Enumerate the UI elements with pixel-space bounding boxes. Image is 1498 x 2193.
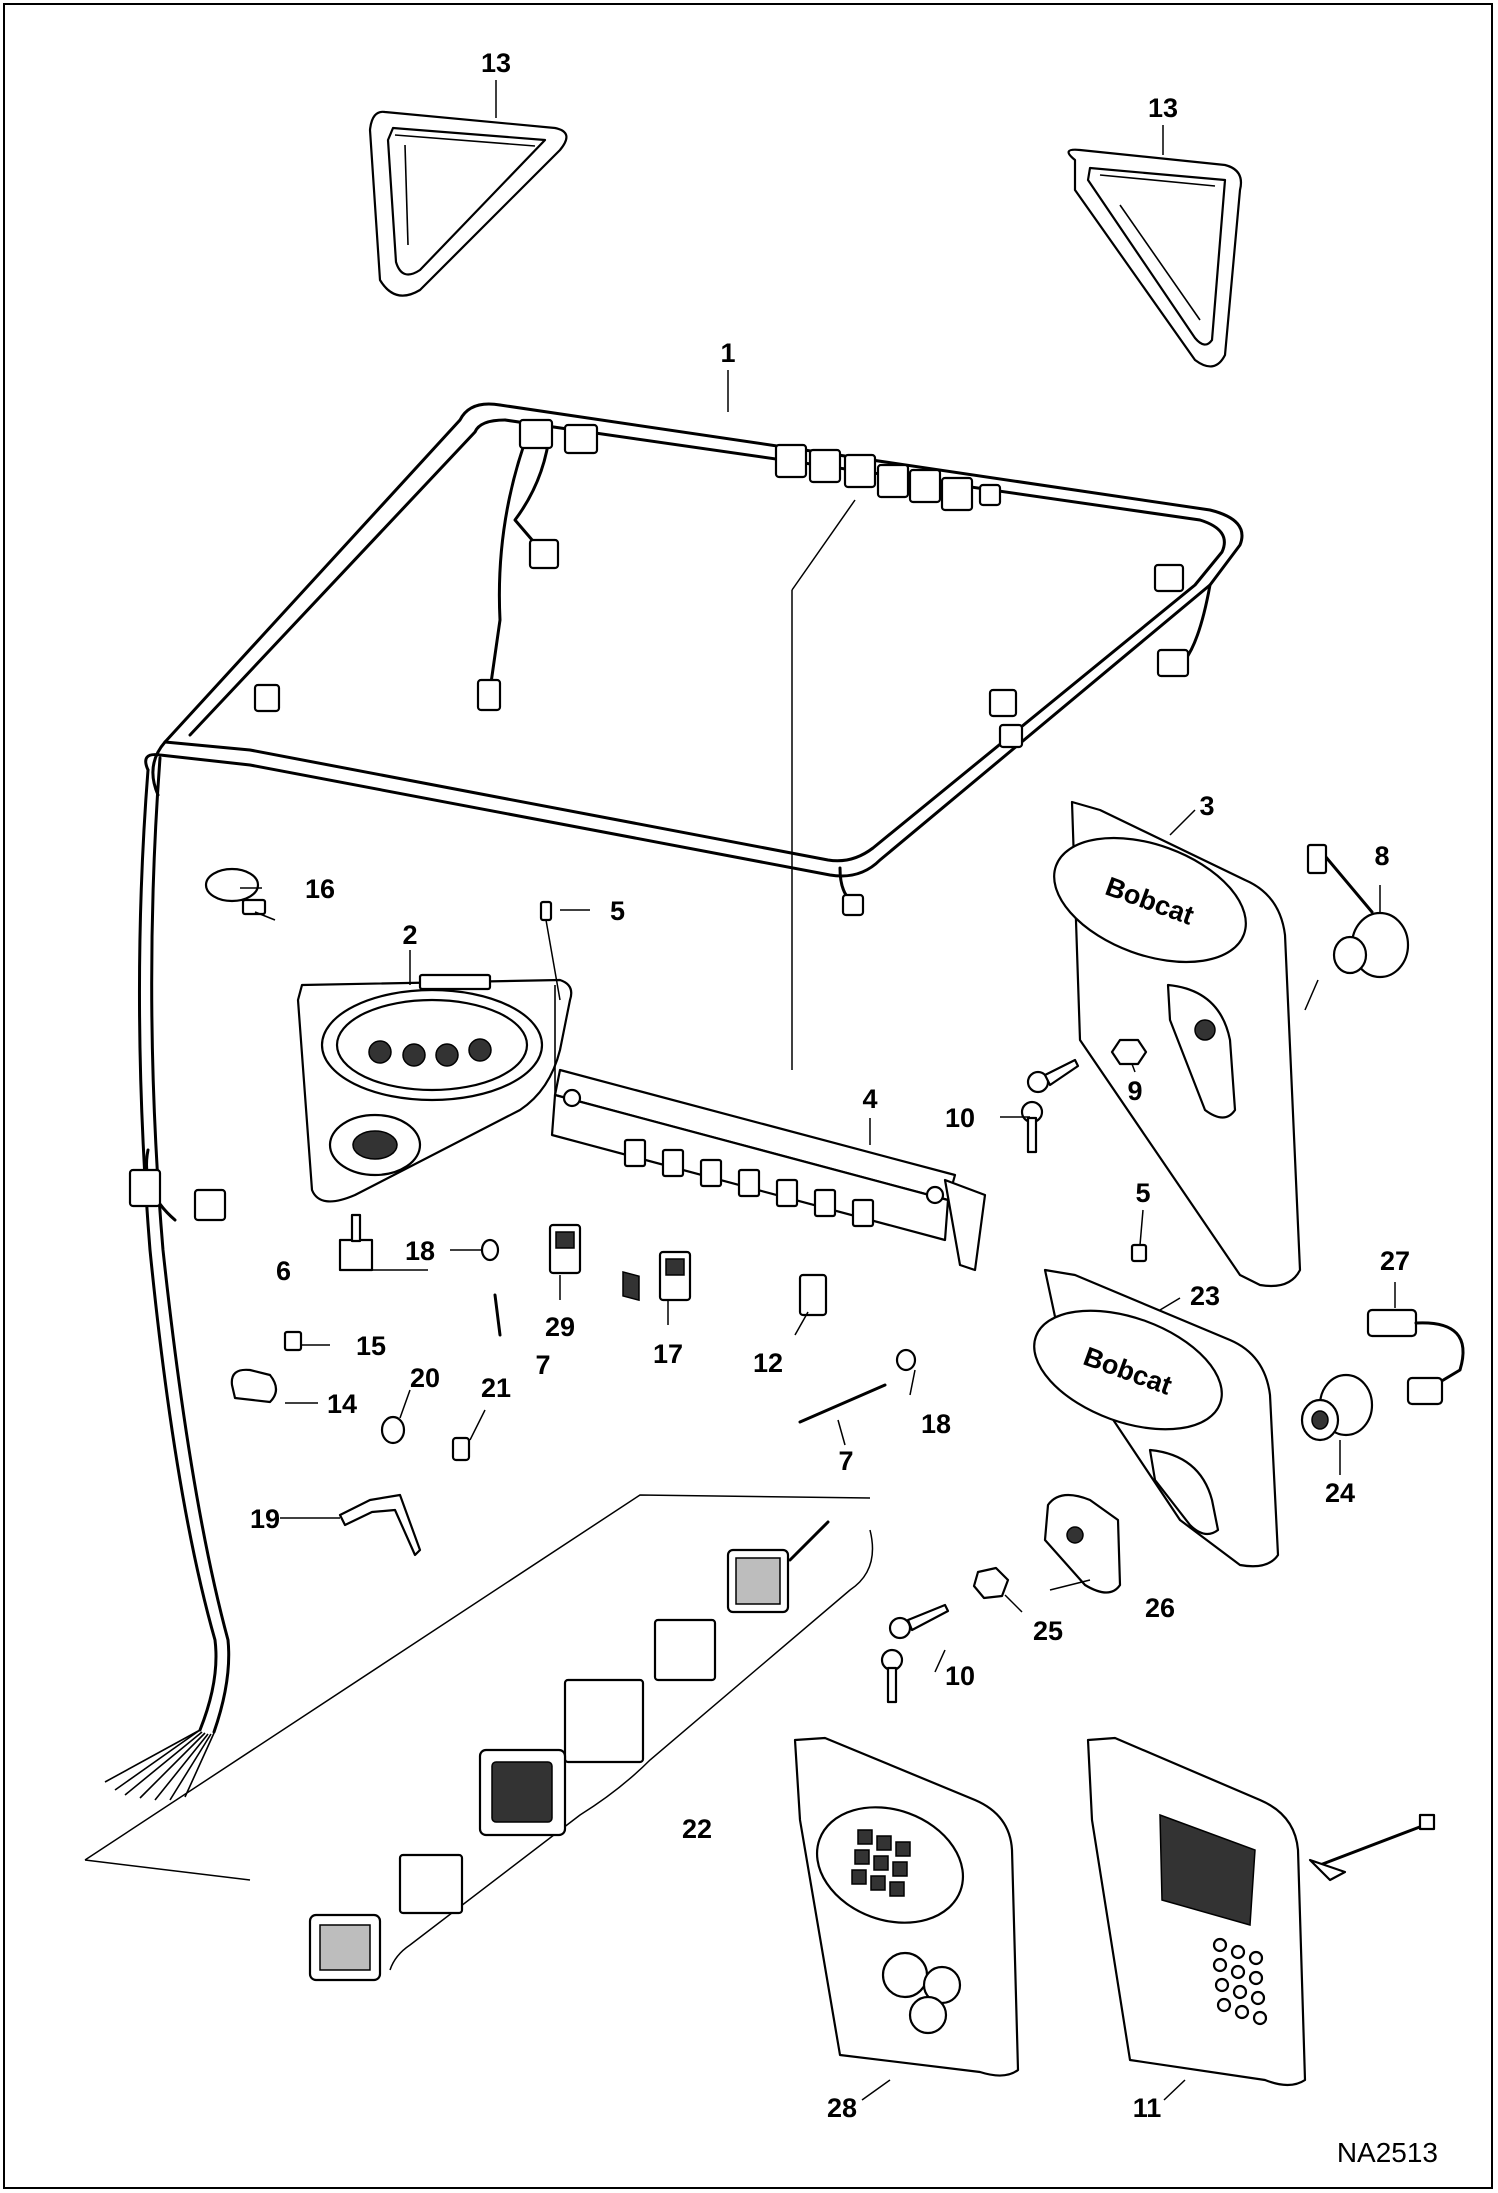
key-switch-8 [1306,843,1410,979]
hardware [230,900,1148,1557]
switch-24-harness-27 [1300,1308,1465,1442]
plate-26 [1043,1493,1122,1594]
sheet-border [3,3,1493,2189]
callout-9: 9 [1127,1076,1142,1106]
drawing-code: NA2513 [1337,2137,1438,2168]
callout-10-bottom: 10 [945,1661,975,1691]
callout-7-left: 7 [535,1350,550,1380]
panel-11 [1086,1736,1436,2087]
left-switch-panel [296,973,573,1203]
connector-row [518,418,1002,512]
callout-2: 2 [402,920,417,950]
callout-28: 28 [827,2093,857,2123]
callout-16: 16 [305,874,335,904]
callout-11: 11 [1133,2093,1162,2123]
cable-tie [204,867,276,921]
callout-13-left: 13 [481,48,511,78]
callout-6: 6 [276,1256,291,1286]
right-panel-23: Bobcat [1033,1268,1280,1568]
panel-28 [793,1736,1020,2077]
callout-1: 1 [720,338,735,368]
trim-left [368,110,568,297]
callout-17: 17 [653,1339,683,1369]
callout-4: 4 [862,1084,877,1114]
callout-19: 19 [250,1504,280,1534]
switch-bezel [550,1068,987,1302]
callout-5-top: 5 [610,896,625,926]
callout-3: 3 [1199,791,1214,821]
nut-9 [1110,1038,1148,1066]
right-panel-3: Bobcat [1053,800,1302,1288]
callout-8: 8 [1374,841,1389,871]
callout-21: 21 [481,1373,511,1403]
callout-13-right: 13 [1148,93,1178,123]
keys-top [1020,1058,1080,1154]
leader-lines [240,80,1396,2101]
main-harness [104,402,1244,1801]
callout-18-right: 18 [921,1409,951,1439]
callout-25: 25 [1033,1616,1063,1646]
callout-26: 26 [1145,1593,1175,1623]
keypad-assembly-22 [84,1494,874,1982]
callout-18-left: 18 [405,1236,435,1266]
callout-12: 12 [753,1348,783,1378]
callout-23: 23 [1190,1281,1220,1311]
callout-20: 20 [410,1363,440,1393]
callout-15: 15 [356,1331,386,1361]
callout-29: 29 [545,1312,575,1342]
trim-right [1067,148,1243,368]
callout-14: 14 [327,1389,357,1419]
callout-7-right: 7 [838,1446,853,1476]
nut-25 [972,1566,1010,1600]
callout-labels: 13 13 1 2 16 5 3 8 9 10 4 5 6 18 29 17 1… [250,48,1410,2123]
keys-bottom [880,1603,950,1704]
callout-22: 22 [682,1814,712,1844]
callout-5-right: 5 [1135,1178,1150,1208]
callout-10-top: 10 [945,1103,975,1133]
callout-27: 27 [1380,1246,1410,1276]
callout-24: 24 [1325,1478,1355,1508]
